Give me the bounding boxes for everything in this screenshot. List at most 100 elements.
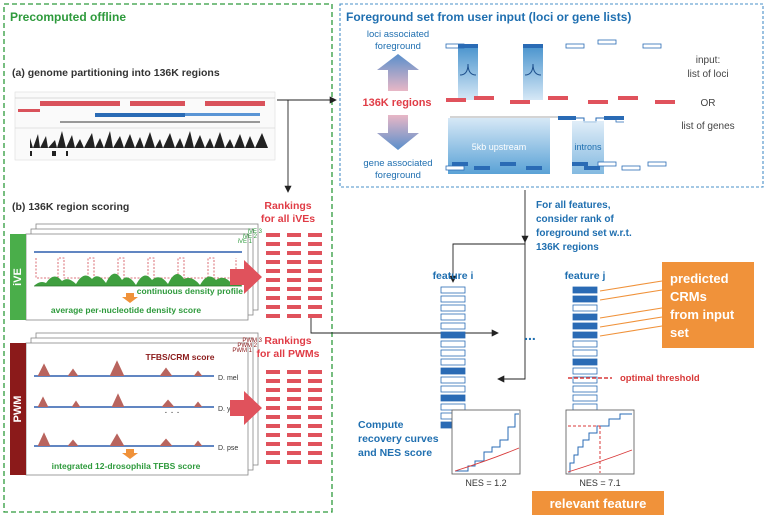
region-block — [548, 96, 568, 100]
ranking-dash — [287, 442, 301, 446]
ranking-dash — [266, 370, 280, 374]
pwm-ranking-columns — [266, 370, 322, 464]
foreground-box — [597, 39, 617, 45]
foreground-box-filled — [500, 162, 516, 166]
pwm-rankings-subtitle: for all PWMs — [256, 348, 319, 360]
crm-pointer — [599, 280, 663, 292]
ranking-dash — [287, 269, 301, 273]
ranking-dash — [287, 278, 301, 282]
ranking-dash — [308, 424, 322, 428]
foreground-box-filled — [523, 44, 543, 48]
ranking-dash — [287, 242, 301, 246]
instruction-line: 136K regions — [536, 242, 599, 253]
ranking-dash — [308, 260, 322, 264]
ranking-dash — [287, 388, 301, 392]
ranked-region-hit — [440, 367, 466, 375]
crm-pointer — [599, 316, 663, 328]
pwm-card-label: PWM 1 — [232, 348, 252, 354]
ranking-dash — [287, 251, 301, 255]
section-a-label: (a) genome partitioning into 136K region… — [12, 67, 220, 79]
crm-pointer — [599, 325, 663, 337]
ranking-dash — [266, 397, 280, 401]
ranked-region-hit — [572, 295, 598, 303]
ranking-dash — [287, 460, 301, 464]
nes-j-label: NES = 7.1 — [579, 478, 620, 488]
ranked-region — [572, 340, 598, 348]
foreground-box — [621, 165, 641, 171]
ranking-dash — [287, 424, 301, 428]
offline-title: Precomputed offline — [10, 10, 126, 24]
ranked-region — [572, 367, 598, 375]
foreground-box — [445, 165, 465, 171]
ive-card-label: iVE 2 — [243, 234, 258, 240]
pwm-card-label: PWM 3 — [242, 338, 262, 344]
features-ellipsis: ... — [524, 327, 536, 343]
integrated-score-label: integrated 12-drosophila TFBS score — [52, 461, 201, 471]
ranking-dash — [287, 433, 301, 437]
ranked-region — [440, 358, 466, 366]
compute-line: Compute — [358, 419, 404, 431]
to-pwm-rankings-arrow — [230, 391, 262, 425]
ranking-dash — [287, 296, 301, 300]
foreground-box — [647, 161, 667, 167]
ranking-dash — [308, 269, 322, 273]
pwm-card-stack: PWM 3 PWM 2 PWM 1 PWM TFBS/CRM score D. … — [10, 332, 263, 476]
ranking-dash — [266, 460, 280, 464]
ranked-region — [572, 403, 598, 411]
relevant-feature-box — [532, 491, 664, 515]
compute-line: recovery curves — [358, 433, 439, 445]
ranking-dash — [287, 406, 301, 410]
region-block — [588, 100, 608, 104]
ranked-region — [440, 403, 466, 411]
loci-foreground-label-2: foreground — [375, 41, 421, 52]
loci-list-label: list of loci — [687, 69, 728, 80]
species-label: D. yak — [218, 406, 238, 413]
ranking-dash — [287, 305, 301, 309]
ranked-region — [440, 340, 466, 348]
ranked-region-hit — [572, 313, 598, 321]
ranking-dash — [287, 415, 301, 419]
foreground-box-filled — [526, 166, 542, 170]
locus-peak — [523, 48, 543, 100]
ranked-region-hit — [572, 322, 598, 330]
region-block — [655, 100, 675, 104]
ranked-region — [440, 385, 466, 393]
ranked-region — [572, 376, 598, 384]
ranking-dash — [308, 433, 322, 437]
ranked-region — [440, 376, 466, 384]
ranking-dash — [266, 424, 280, 428]
feature-i-label: feature i — [433, 270, 474, 282]
ranking-dash — [266, 251, 280, 255]
tfbs-score-label: TFBS/CRM score — [146, 352, 215, 362]
ranking-dash — [266, 388, 280, 392]
foreground-box-filled — [452, 162, 468, 166]
ranked-region — [572, 385, 598, 393]
ranking-dash — [308, 460, 322, 464]
ranked-region — [440, 313, 466, 321]
intron-region — [572, 121, 604, 174]
ranking-dash — [266, 242, 280, 246]
ranked-region — [440, 304, 466, 312]
density-profile-label: continuous density profile — [137, 286, 244, 296]
ranking-dash — [266, 278, 280, 282]
ive-rankings-title: Rankings — [264, 200, 311, 212]
ranking-dash — [308, 379, 322, 383]
predicted-line: predicted — [670, 271, 729, 286]
ellipsis-dots: · · · — [164, 407, 180, 418]
foreground-box-filled — [474, 166, 490, 170]
ranking-dash — [266, 296, 280, 300]
ranking-dash — [266, 269, 280, 273]
pwm-rankings-title: Rankings — [264, 335, 311, 347]
ive-ranking-columns — [266, 233, 322, 318]
ranking-dash — [287, 370, 301, 374]
pwm-card-label: PWM 2 — [237, 343, 257, 349]
genes-list-label: list of genes — [681, 121, 734, 132]
ranking-dash — [308, 370, 322, 374]
ranking-dash — [287, 287, 301, 291]
feature-j-label: feature j — [565, 270, 606, 282]
loci-foreground-label: loci associated — [367, 29, 429, 40]
ive-card-label: iVE 1 — [238, 239, 253, 245]
ranking-dash — [266, 442, 280, 446]
ranked-region-hit — [440, 394, 466, 402]
